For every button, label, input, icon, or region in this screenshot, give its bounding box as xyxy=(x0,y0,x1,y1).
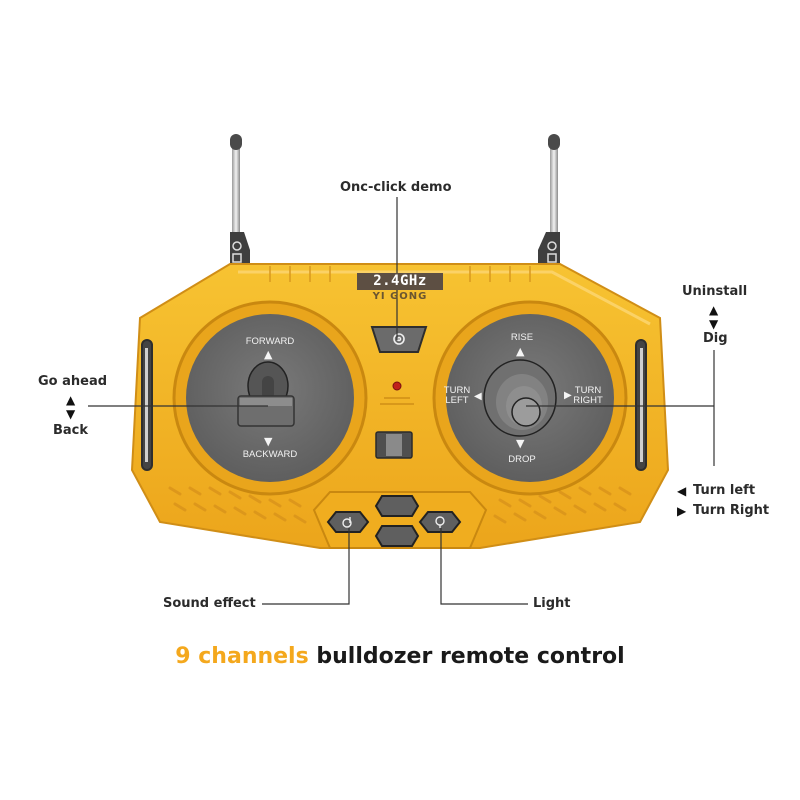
left-arrow-icon: ◀ xyxy=(677,484,687,498)
brand-label: YI GONG xyxy=(372,291,428,302)
bottom-center-button xyxy=(374,525,420,547)
demo-button xyxy=(370,326,428,353)
power-led xyxy=(392,381,402,391)
forward-label: FORWARD xyxy=(245,336,295,347)
title-rest: bulldozer remote control xyxy=(308,644,625,669)
back-callout: Back xyxy=(53,423,89,438)
go-ahead-callout: Go ahead xyxy=(38,374,108,389)
backward-arrow-icon: ▼ xyxy=(264,435,273,448)
turn-left-callout: Turn left xyxy=(693,483,756,498)
rise-label: RISE xyxy=(510,332,534,343)
frequency-badge: 2.4GHz xyxy=(357,273,443,290)
product-title: 9 channels bulldozer remote control xyxy=(0,644,800,669)
light-callout: Light xyxy=(533,596,571,611)
down-arrow-icon: ▼ xyxy=(66,407,76,421)
left-antenna xyxy=(230,134,250,266)
turn-right-callout: Turn Right xyxy=(693,503,770,518)
rise-arrow-icon: ▲ xyxy=(516,345,525,358)
up-arrow-icon: ▲ xyxy=(66,393,76,407)
right-arrow-icon: ▶ xyxy=(677,504,687,518)
forward-arrow-icon: ▲ xyxy=(264,348,273,361)
left-lever xyxy=(237,361,295,427)
drop-label: DROP xyxy=(508,454,536,465)
turn-right-pad-label: TURN RIGHT xyxy=(573,385,603,406)
right-joystick xyxy=(483,359,557,437)
turn-right-arrow-icon: ▶ xyxy=(564,390,572,401)
music-note-icon xyxy=(342,517,352,528)
sound-effect-button xyxy=(326,511,370,533)
backward-label: BACKWARD xyxy=(242,449,298,460)
demo-callout: Onc-click demo xyxy=(340,180,452,195)
bulb-icon xyxy=(435,516,445,528)
turn-left-pad-label: TURN LEFT xyxy=(443,385,471,406)
top-center-button xyxy=(374,495,420,517)
sound-effect-callout: Sound effect xyxy=(163,596,256,611)
up-arrow-icon: ▲ xyxy=(709,303,719,317)
turn-left-arrow-icon: ◀ xyxy=(474,391,482,402)
title-accent: 9 channels xyxy=(175,644,309,669)
dig-callout: Dig xyxy=(703,331,728,346)
light-button xyxy=(418,511,462,533)
uninstall-callout: Uninstall xyxy=(682,284,748,299)
drop-arrow-icon: ▼ xyxy=(516,437,525,450)
right-antenna xyxy=(538,134,560,266)
down-arrow-icon: ▼ xyxy=(709,317,719,331)
